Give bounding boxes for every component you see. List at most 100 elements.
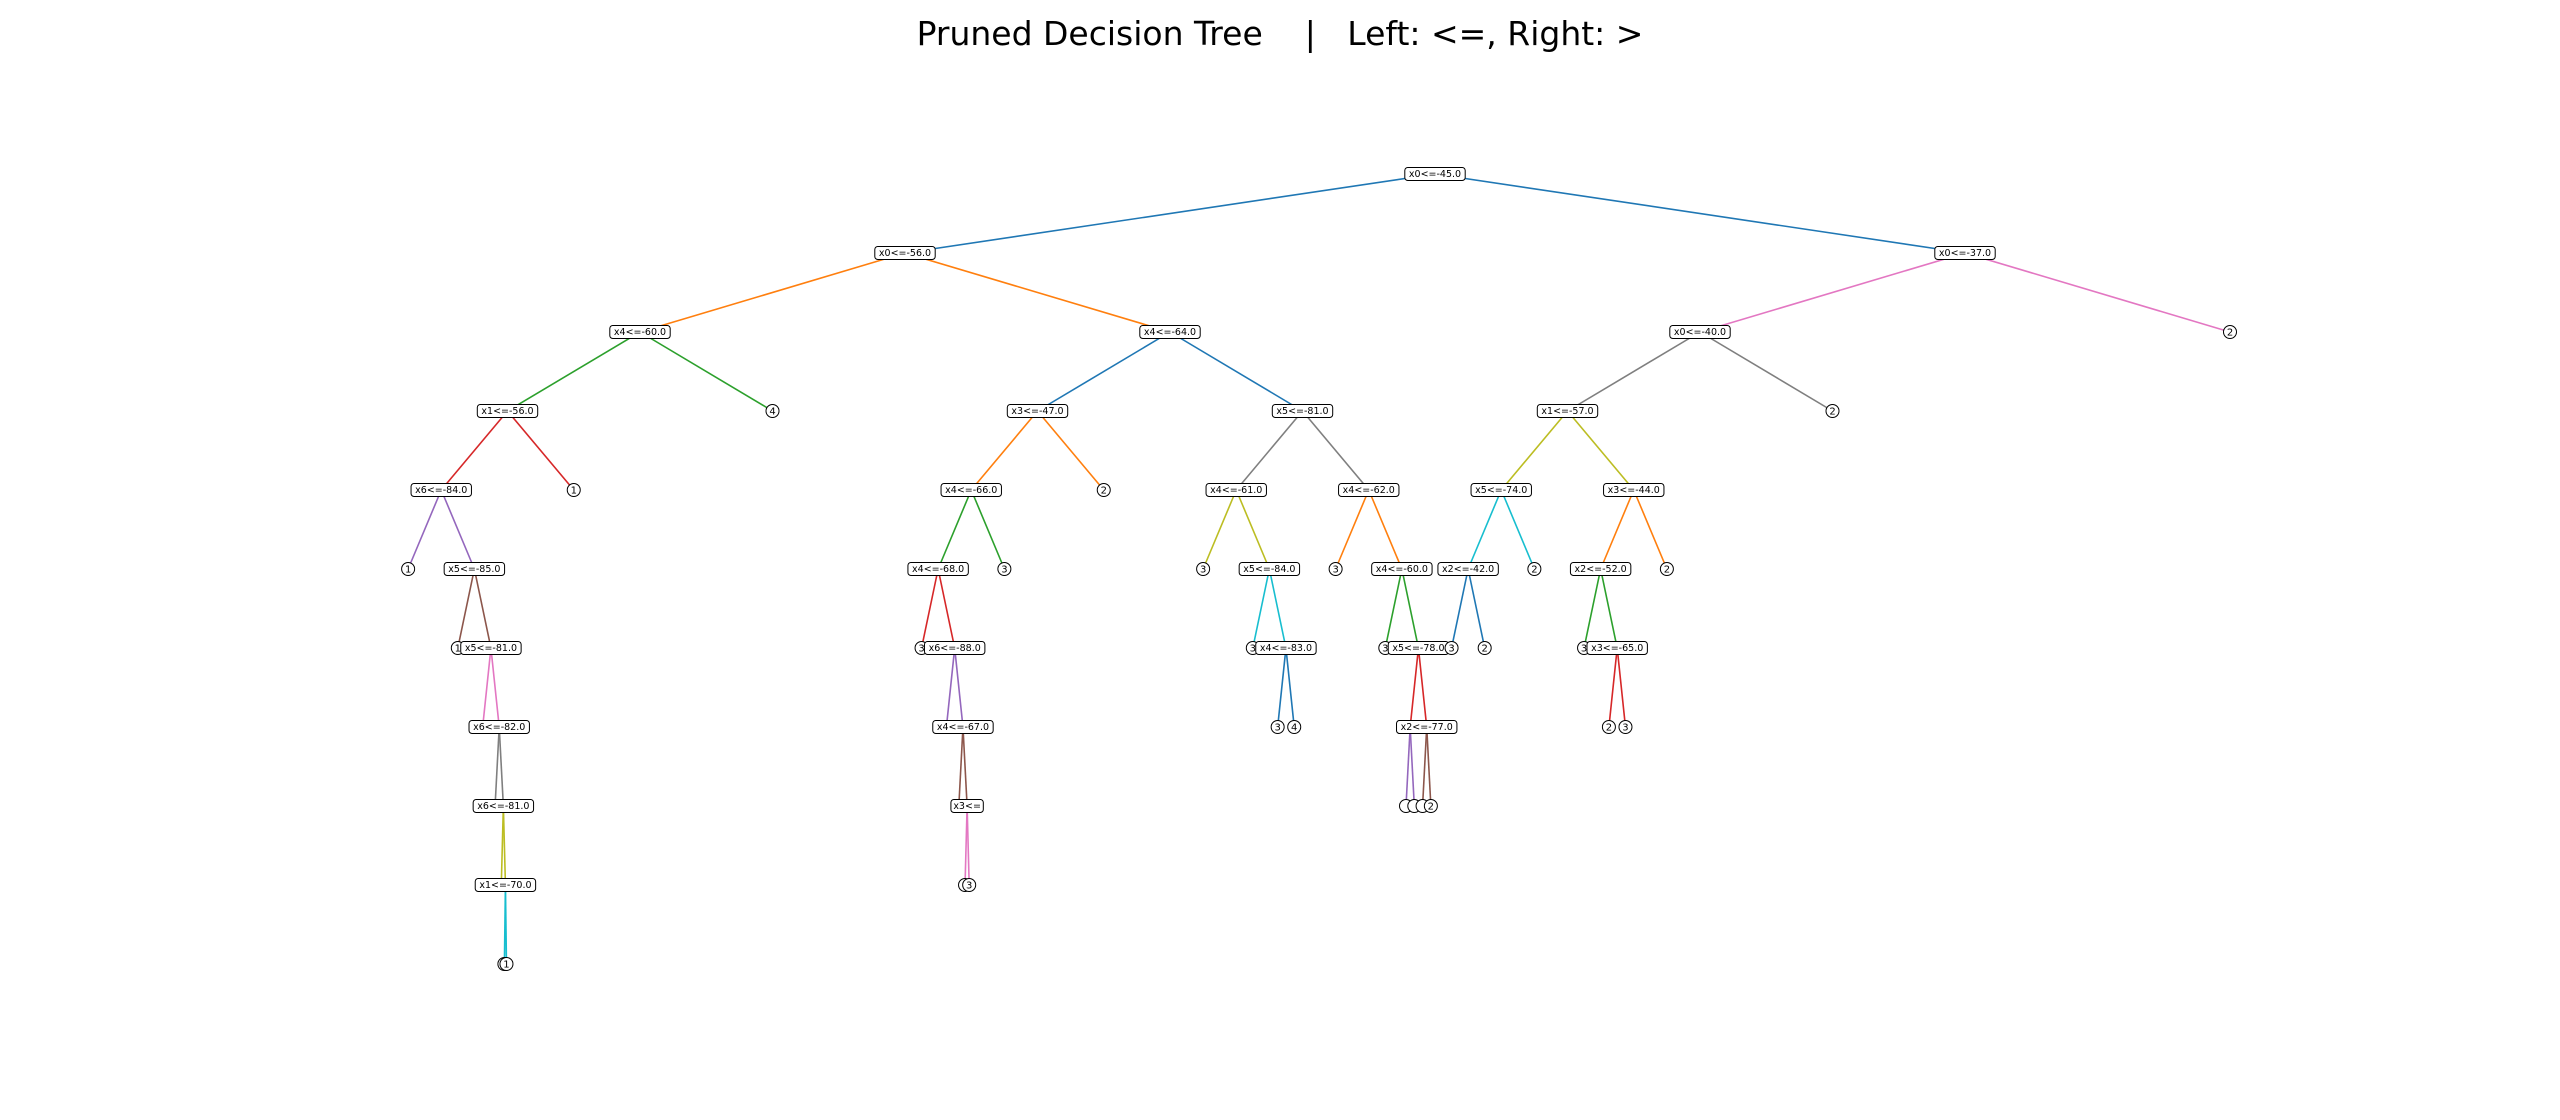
decision-box <box>1238 562 1301 576</box>
decision-box <box>907 562 969 576</box>
decision-label: x0<=-40.0 <box>1674 327 1726 338</box>
leaf-circle <box>1423 799 1438 813</box>
decision-node: x4<=-83.0 <box>1255 641 1317 655</box>
leaf-label: 3 <box>1448 644 1454 655</box>
leaf-label: 2 <box>1829 407 1835 418</box>
leaf-node: 2 <box>1096 483 1111 497</box>
decision-node: x5<=-84.0 <box>1238 562 1301 576</box>
leaf-node: 3 <box>1618 720 1633 734</box>
tree-edge <box>440 489 476 570</box>
decision-box <box>443 562 506 576</box>
decision-label: x6<=-84.0 <box>415 485 467 496</box>
tree-edge <box>1037 331 1171 412</box>
tree-edge <box>1500 489 1536 570</box>
tree-edge <box>1425 726 1432 807</box>
tree-edge <box>1409 726 1416 807</box>
leaf-node: 3 <box>997 562 1012 576</box>
decision-node: x1<=-57.0 <box>1536 404 1599 418</box>
tree-edge <box>494 726 501 807</box>
tree-edge <box>1583 568 1602 649</box>
leaf-circle <box>1477 641 1492 655</box>
decision-node: x2<=-77.0 <box>1396 720 1458 734</box>
decision-node: x0<=-40.0 <box>1669 325 1731 339</box>
decision-label: x4<=-83.0 <box>1260 643 1312 654</box>
leaf-node: 3 <box>1328 562 1343 576</box>
decision-label: x4<=-66.0 <box>945 485 997 496</box>
tree-edge <box>937 489 972 570</box>
tree-edge <box>1252 568 1271 649</box>
decision-node: x5<=-81.0 <box>1271 404 1334 418</box>
tree-edge <box>1401 568 1420 649</box>
tree-edge <box>1368 489 1403 570</box>
leaf-circle <box>566 483 581 497</box>
leaf-node: 3 <box>1196 562 1211 576</box>
leaf-label: 3 <box>1274 723 1280 734</box>
leaf-node: 3 <box>962 878 977 892</box>
tree-edge <box>440 410 509 491</box>
tree-edge <box>1301 410 1370 491</box>
diagram-title: Pruned Decision Tree | Left: <=, Right: … <box>916 14 1644 53</box>
decision-label: x5<=-78.0 <box>1392 643 1444 654</box>
decision-box <box>1139 325 1201 339</box>
leaf-label: 2 <box>2227 328 2233 339</box>
decision-node: x3<=-47.0 <box>1006 404 1069 418</box>
node-layer: 111x1<=-70.0x6<=-81.0x6<=-82.0x5<=-81.0x… <box>401 167 2237 971</box>
decision-label: x6<=-88.0 <box>929 643 981 654</box>
leaf-node: 2 <box>1825 404 1840 418</box>
leaf-label: 3 <box>918 644 924 655</box>
tree-edge <box>490 647 501 728</box>
leaf-label: 3 <box>1382 644 1388 655</box>
leaf-node: 2 <box>1659 562 1674 576</box>
decision-node: x5<=-85.0 <box>443 562 506 576</box>
tree-edge <box>504 884 508 965</box>
decision-box <box>874 246 936 260</box>
leaf-circle <box>1270 720 1285 734</box>
decision-label: x4<=-60.0 <box>1376 564 1428 575</box>
leaf-label: 4 <box>1291 723 1297 734</box>
decision-box <box>1603 483 1665 497</box>
decision-label: x3<=-47.0 <box>1011 406 1063 417</box>
leaf-label: 2 <box>1664 565 1670 576</box>
tree-edge <box>953 647 964 728</box>
decision-node: x4<=-68.0 <box>907 562 969 576</box>
decision-box <box>1536 404 1599 418</box>
tree-edge <box>904 252 1171 333</box>
tree-edge <box>473 568 492 649</box>
decision-box <box>474 878 537 892</box>
tree-edge <box>1467 489 1502 570</box>
decision-node: x5<=-74.0 <box>1470 483 1532 497</box>
tree-edge <box>1633 489 1668 570</box>
decision-label: x2<=-77.0 <box>1401 722 1453 733</box>
decision-label: x4<=-68.0 <box>912 564 964 575</box>
leaf-node: 2 <box>2223 325 2237 339</box>
tree-edge <box>498 726 505 807</box>
leaf-circle <box>1096 483 1111 497</box>
decision-label: x1<=-56.0 <box>481 406 533 417</box>
leaf-label: 2 <box>1482 644 1488 655</box>
leaf-circle <box>2223 325 2237 339</box>
decision-box <box>1437 562 1499 576</box>
decision-box <box>1371 562 1433 576</box>
decision-node: x3<=-65.0 <box>1586 641 1648 655</box>
decision-box <box>950 799 984 813</box>
tree-edge <box>1202 489 1237 570</box>
decision-node: x5<=-81.0 <box>460 641 522 655</box>
tree-edge <box>945 647 956 728</box>
leaf-node: 3 <box>1444 641 1459 655</box>
decision-node: x4<=-61.0 <box>1205 483 1267 497</box>
tree-edge <box>1500 410 1569 491</box>
decision-box <box>1271 404 1334 418</box>
tree-edge <box>1699 331 1833 412</box>
decision-label: x3<=-44.0 <box>1608 485 1660 496</box>
leaf-node: 2 <box>1527 562 1542 576</box>
leaf-circle <box>1825 404 1840 418</box>
tree-edge <box>639 252 906 333</box>
leaf-circle <box>1659 562 1674 576</box>
leaf-circle <box>1444 641 1459 655</box>
leaf-circle <box>1328 562 1343 576</box>
tree-edge <box>1599 489 1635 570</box>
tree-edge <box>1467 568 1486 649</box>
decision-box <box>460 641 522 655</box>
decision-node: x0<=-56.0 <box>874 246 936 260</box>
decision-label: x4<=-62.0 <box>1343 485 1395 496</box>
